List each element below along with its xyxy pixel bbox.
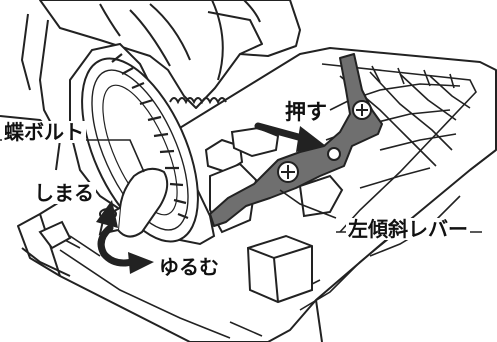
- front-tab: [21, 220, 72, 277]
- loosen-label: ゆるむ: [157, 255, 221, 279]
- push-label: 押す: [283, 100, 329, 124]
- dust-block: [246, 234, 313, 304]
- rotate-arrow: [97, 224, 136, 267]
- spring: [169, 97, 227, 105]
- bevel-lever-label: 左傾斜レバー: [346, 217, 470, 241]
- lever-screws: [277, 100, 372, 183]
- guard-ridges: [111, 53, 189, 220]
- push-arrow: [254, 122, 326, 152]
- wing-bolt-label: 蝶ボルト: [2, 120, 86, 144]
- rotate-arrow-head-right: [128, 252, 154, 274]
- blade-guard: [69, 42, 216, 246]
- rotate-arrow-head-up: [96, 200, 118, 228]
- tighten-label: しまる: [32, 181, 96, 205]
